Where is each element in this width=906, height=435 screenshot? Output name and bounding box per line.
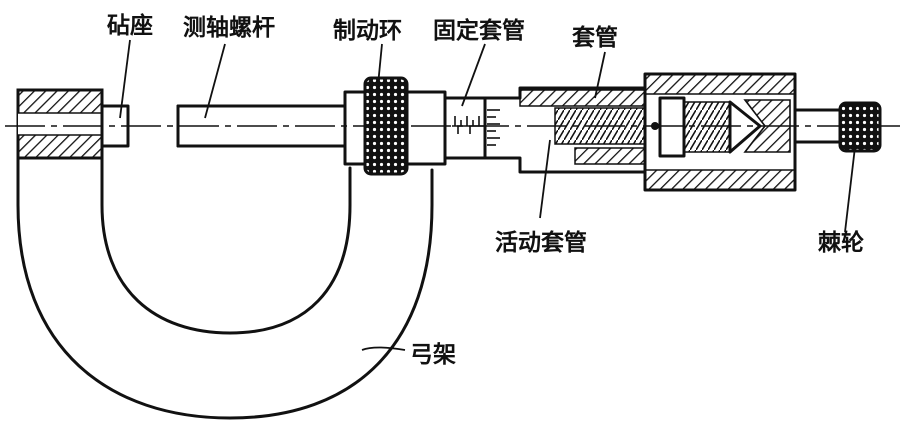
leader-thimble <box>539 139 551 219</box>
ratchet <box>793 101 882 153</box>
thimble-scale <box>487 109 500 146</box>
leader-anvil <box>119 39 131 119</box>
label-sleeve: 套管 <box>572 24 618 51</box>
outer-sleeve <box>643 72 797 192</box>
fixed-sleeve <box>443 96 487 160</box>
label-thimble: 活动套管 <box>495 229 587 256</box>
label-spindle: 测轴螺杆 <box>183 14 275 41</box>
leader-lines <box>119 39 856 351</box>
leader-sleeve <box>594 51 606 99</box>
leader-spindle <box>204 43 226 119</box>
leader-ratchet <box>844 146 856 233</box>
fixed-scale <box>452 116 484 134</box>
thimble <box>483 86 647 174</box>
leader-fixed-sleeve <box>461 43 486 107</box>
label-fixed-sleeve: 固定套管 <box>433 17 525 44</box>
label-lock-ring: 制动环 <box>333 18 402 44</box>
spindle <box>176 104 347 148</box>
lock-ring <box>343 76 447 176</box>
leader-frame <box>361 346 406 351</box>
label-anvil: 砧座 <box>107 12 153 39</box>
leader-lock-ring <box>377 43 383 86</box>
label-frame: 弓架 <box>410 342 456 368</box>
label-ratchet: 棘轮 <box>818 229 864 256</box>
